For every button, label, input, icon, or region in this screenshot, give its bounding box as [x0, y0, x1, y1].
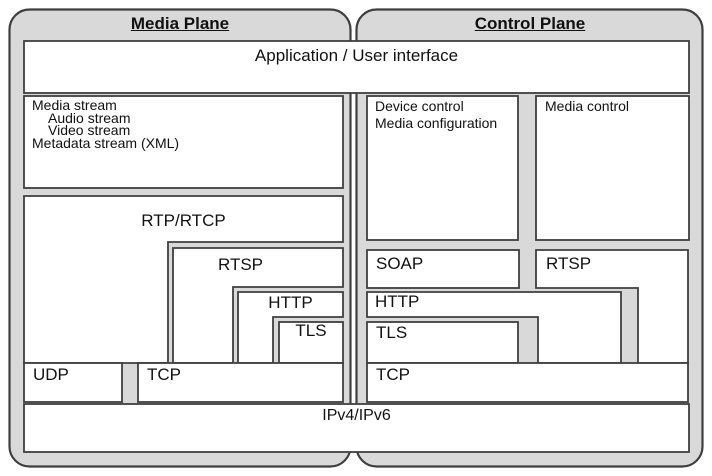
tls-media-box [278, 321, 344, 364]
device-control-text: Device control Media configuration [375, 98, 497, 132]
media-plane-title: Media Plane [130, 14, 230, 33]
tls-control-label: TLS [376, 323, 408, 342]
udp-box [23, 362, 123, 403]
tcp-media-box [137, 362, 344, 403]
media-control-label: Media control [545, 98, 630, 114]
rtp-rtcp-label: RTP/RTCP [141, 211, 226, 230]
http-control-label: HTTP [375, 292, 420, 311]
tcp-media-label: TCP [147, 365, 181, 384]
http-media-label: HTTP [268, 293, 313, 312]
rtsp-media-label: RTSP [217, 255, 264, 274]
media-stream-text: Media stream Audio stream Video stream M… [32, 97, 180, 152]
device-control-line: Device control [375, 98, 464, 114]
media-control-box [535, 95, 690, 241]
media-stream-line: Media stream [32, 97, 117, 113]
tcp-control-label: TCP [376, 365, 410, 384]
soap-box [366, 249, 520, 289]
soap-label: SOAP [376, 254, 424, 273]
video-stream-line: Video stream [48, 122, 131, 139]
control-plane-title: Control Plane [474, 14, 586, 33]
tls-media-label: TLS [295, 321, 327, 340]
media-stream-box [23, 95, 344, 189]
audio-stream-line: Audio stream [48, 109, 131, 126]
ipv4-ipv6-label: IPv4/IPv6 [322, 407, 391, 424]
rtsp-control-label: RTSP [546, 254, 592, 273]
application-label: Application / User interface [254, 46, 459, 65]
tls-control-box [366, 321, 519, 364]
media-configuration-line: Media configuration [375, 115, 498, 131]
metadata-stream-line: Metadata stream (XML) [32, 135, 180, 152]
udp-label: UDP [33, 365, 69, 384]
application-box [23, 40, 690, 94]
ipv4-ipv6-box [23, 403, 690, 453]
tcp-control-box [366, 362, 689, 403]
device-control-box [366, 95, 519, 241]
